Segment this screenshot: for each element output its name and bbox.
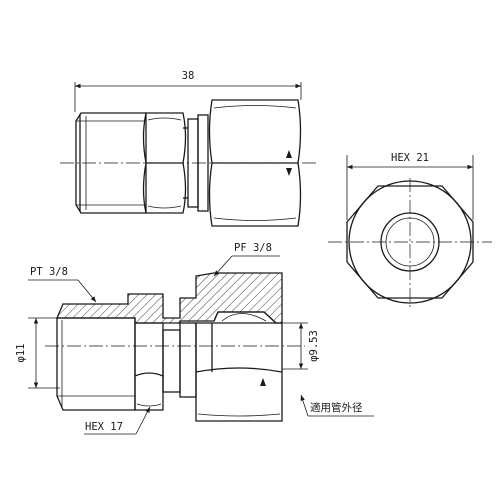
overall-length-label: 38 xyxy=(182,70,195,82)
pt-thread-label: PT 3/8 xyxy=(30,266,68,278)
upper-section-hatch xyxy=(56,272,283,324)
lower-threaded-end xyxy=(56,317,136,411)
lower-hex-17 xyxy=(134,322,164,411)
side-view: 38 xyxy=(60,70,318,227)
lower-collar xyxy=(179,322,197,398)
hex-bottom-label: HEX 17 xyxy=(85,421,123,433)
lower-hex-nut xyxy=(195,322,283,422)
diameter-953-label: φ9.53 xyxy=(308,330,320,362)
hex-top-label: HEX 21 xyxy=(391,152,429,164)
section-view: PT 3/8 PF 3/8 φ11 φ9.53 HEX 17 適用管外径 xyxy=(15,242,374,435)
pipe-od-label: 適用管外径 xyxy=(310,401,363,414)
end-view: HEX 21 xyxy=(328,152,492,308)
diameter-11-label: φ11 xyxy=(15,344,27,363)
lower-neck xyxy=(162,329,181,393)
pf-thread-label: PF 3/8 xyxy=(234,242,272,254)
